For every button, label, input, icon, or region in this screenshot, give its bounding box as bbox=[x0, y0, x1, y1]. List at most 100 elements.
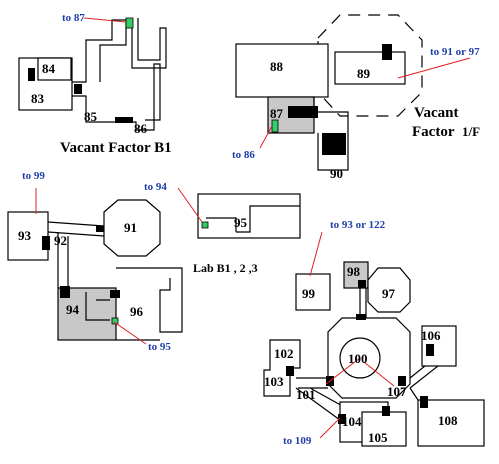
room-105-wall bbox=[361, 411, 407, 447]
room-106-label: 106 bbox=[421, 328, 441, 343]
line-to-107 bbox=[363, 361, 395, 387]
line-to-91-97 bbox=[397, 57, 471, 79]
room-84-label: 84 bbox=[42, 61, 56, 76]
room-96-label: 96 bbox=[130, 304, 144, 319]
room-97-label: 97 bbox=[382, 286, 396, 301]
door-96 bbox=[110, 290, 120, 298]
b1-hall-upper bbox=[131, 18, 167, 69]
room-84-wall bbox=[37, 57, 72, 81]
link-to-109[interactable]: to 109 bbox=[283, 435, 312, 447]
line-to-95 bbox=[113, 321, 147, 345]
special-door-to-87[interactable] bbox=[125, 17, 134, 29]
room-104-label: 104 bbox=[342, 414, 362, 429]
room-97-wall bbox=[367, 267, 411, 313]
line-to-94 bbox=[177, 187, 203, 223]
room-95-wall bbox=[197, 193, 301, 239]
room-87-label: 87 bbox=[270, 106, 284, 121]
special-door-to-86[interactable] bbox=[271, 119, 279, 133]
line-to-109 bbox=[319, 417, 341, 439]
area-title-1f-line1: Vacant bbox=[414, 105, 458, 121]
room-103-label: 103 bbox=[264, 374, 284, 389]
lab-left-halls bbox=[47, 221, 105, 288]
lab-left-cluster bbox=[7, 199, 183, 341]
room-100-label: 100 bbox=[348, 351, 368, 366]
room-101-label: 101 bbox=[296, 387, 316, 402]
room-108-label: 108 bbox=[438, 413, 458, 428]
area-title-lab: Lab B1 , 2 ,3 bbox=[193, 261, 258, 275]
room-91-label: 91 bbox=[124, 220, 137, 235]
room-93-wall bbox=[7, 211, 49, 261]
door-103 bbox=[286, 366, 294, 376]
room-102-label: 102 bbox=[274, 346, 294, 361]
door-104 bbox=[338, 414, 346, 424]
door-108 bbox=[420, 396, 428, 408]
door-94 bbox=[60, 286, 70, 298]
lab-right-halls bbox=[295, 288, 367, 421]
room-96-wall bbox=[116, 267, 183, 341]
line-to-86 bbox=[259, 125, 273, 149]
b1-corridor bbox=[72, 19, 161, 131]
door-octagon-top bbox=[356, 314, 366, 320]
room-102-103-wall bbox=[263, 339, 301, 397]
room-85-label: 85 bbox=[84, 109, 98, 124]
door-91 bbox=[96, 226, 104, 232]
room-86-label: 86 bbox=[134, 121, 148, 136]
area-title-1f-floor: 1/F bbox=[462, 124, 480, 139]
line-to-87 bbox=[83, 17, 127, 23]
special-door-to-95[interactable] bbox=[111, 317, 119, 325]
link-to-91-or-97[interactable]: to 91 or 97 bbox=[430, 46, 480, 58]
pointer-lines bbox=[35, 17, 471, 439]
link-to-99[interactable]: to 99 bbox=[22, 170, 45, 182]
room-91-wall bbox=[103, 199, 161, 257]
link-to-93-or-122[interactable]: to 93 or 122 bbox=[330, 219, 386, 231]
room-95-label: 95 bbox=[234, 215, 248, 230]
room-107-label: 107 bbox=[387, 384, 407, 399]
room-92-label: 92 bbox=[54, 233, 67, 248]
door-93 bbox=[42, 236, 50, 250]
door-98 bbox=[358, 280, 366, 288]
door-83-84 bbox=[28, 68, 35, 81]
room-90-label: 90 bbox=[330, 166, 343, 181]
room-88-label: 88 bbox=[270, 59, 284, 74]
hall-108 bbox=[409, 387, 419, 401]
room-93-label: 93 bbox=[18, 228, 32, 243]
room-94-label: 94 bbox=[66, 302, 80, 317]
link-to-95[interactable]: to 95 bbox=[148, 341, 171, 353]
line-to-100 bbox=[325, 357, 361, 385]
area-titles: Vacant Factor B1 Vacant Factor 1/F Lab B… bbox=[60, 105, 480, 275]
room-98-label: 98 bbox=[347, 264, 361, 279]
door-83-hall bbox=[74, 84, 82, 94]
vacant-factor-b1 bbox=[18, 17, 167, 131]
special-door-to-94[interactable] bbox=[201, 221, 209, 229]
room-105-label: 105 bbox=[368, 430, 388, 445]
door-octagon-right bbox=[398, 376, 406, 386]
room-89-wall bbox=[334, 51, 406, 85]
1f-outer-dashed bbox=[317, 14, 423, 117]
vacant-factor-1f bbox=[235, 14, 423, 171]
room-83-label: 83 bbox=[31, 91, 45, 106]
area-title-1f-line2: Factor bbox=[412, 124, 455, 140]
link-labels: to 87 to 86 to 91 or 97 to 99 to 94 to 9… bbox=[22, 12, 480, 447]
link-to-86[interactable]: to 86 bbox=[232, 149, 255, 161]
link-to-87[interactable]: to 87 bbox=[62, 12, 85, 24]
door-105 bbox=[382, 406, 390, 416]
door-87-hall bbox=[288, 106, 318, 118]
room-95-group bbox=[197, 193, 301, 239]
link-to-94[interactable]: to 94 bbox=[144, 181, 167, 193]
room-99-wall bbox=[295, 273, 331, 311]
room-labels: 84 83 85 86 88 89 87 90 93 92 91 95 94 9… bbox=[18, 59, 458, 445]
lab-right-cluster bbox=[263, 261, 485, 447]
room-99-label: 99 bbox=[302, 286, 316, 301]
room-90-block bbox=[322, 133, 346, 155]
area-title-b1: Vacant Factor B1 bbox=[60, 140, 172, 156]
line-to-93-122 bbox=[309, 231, 323, 277]
door-89 bbox=[382, 44, 392, 60]
room-108-wall bbox=[417, 399, 485, 447]
room-95-inner bbox=[206, 205, 300, 233]
door-86 bbox=[115, 117, 133, 123]
door-106 bbox=[426, 344, 434, 356]
room-94-inner bbox=[85, 292, 110, 321]
room-88-wall bbox=[235, 43, 329, 98]
